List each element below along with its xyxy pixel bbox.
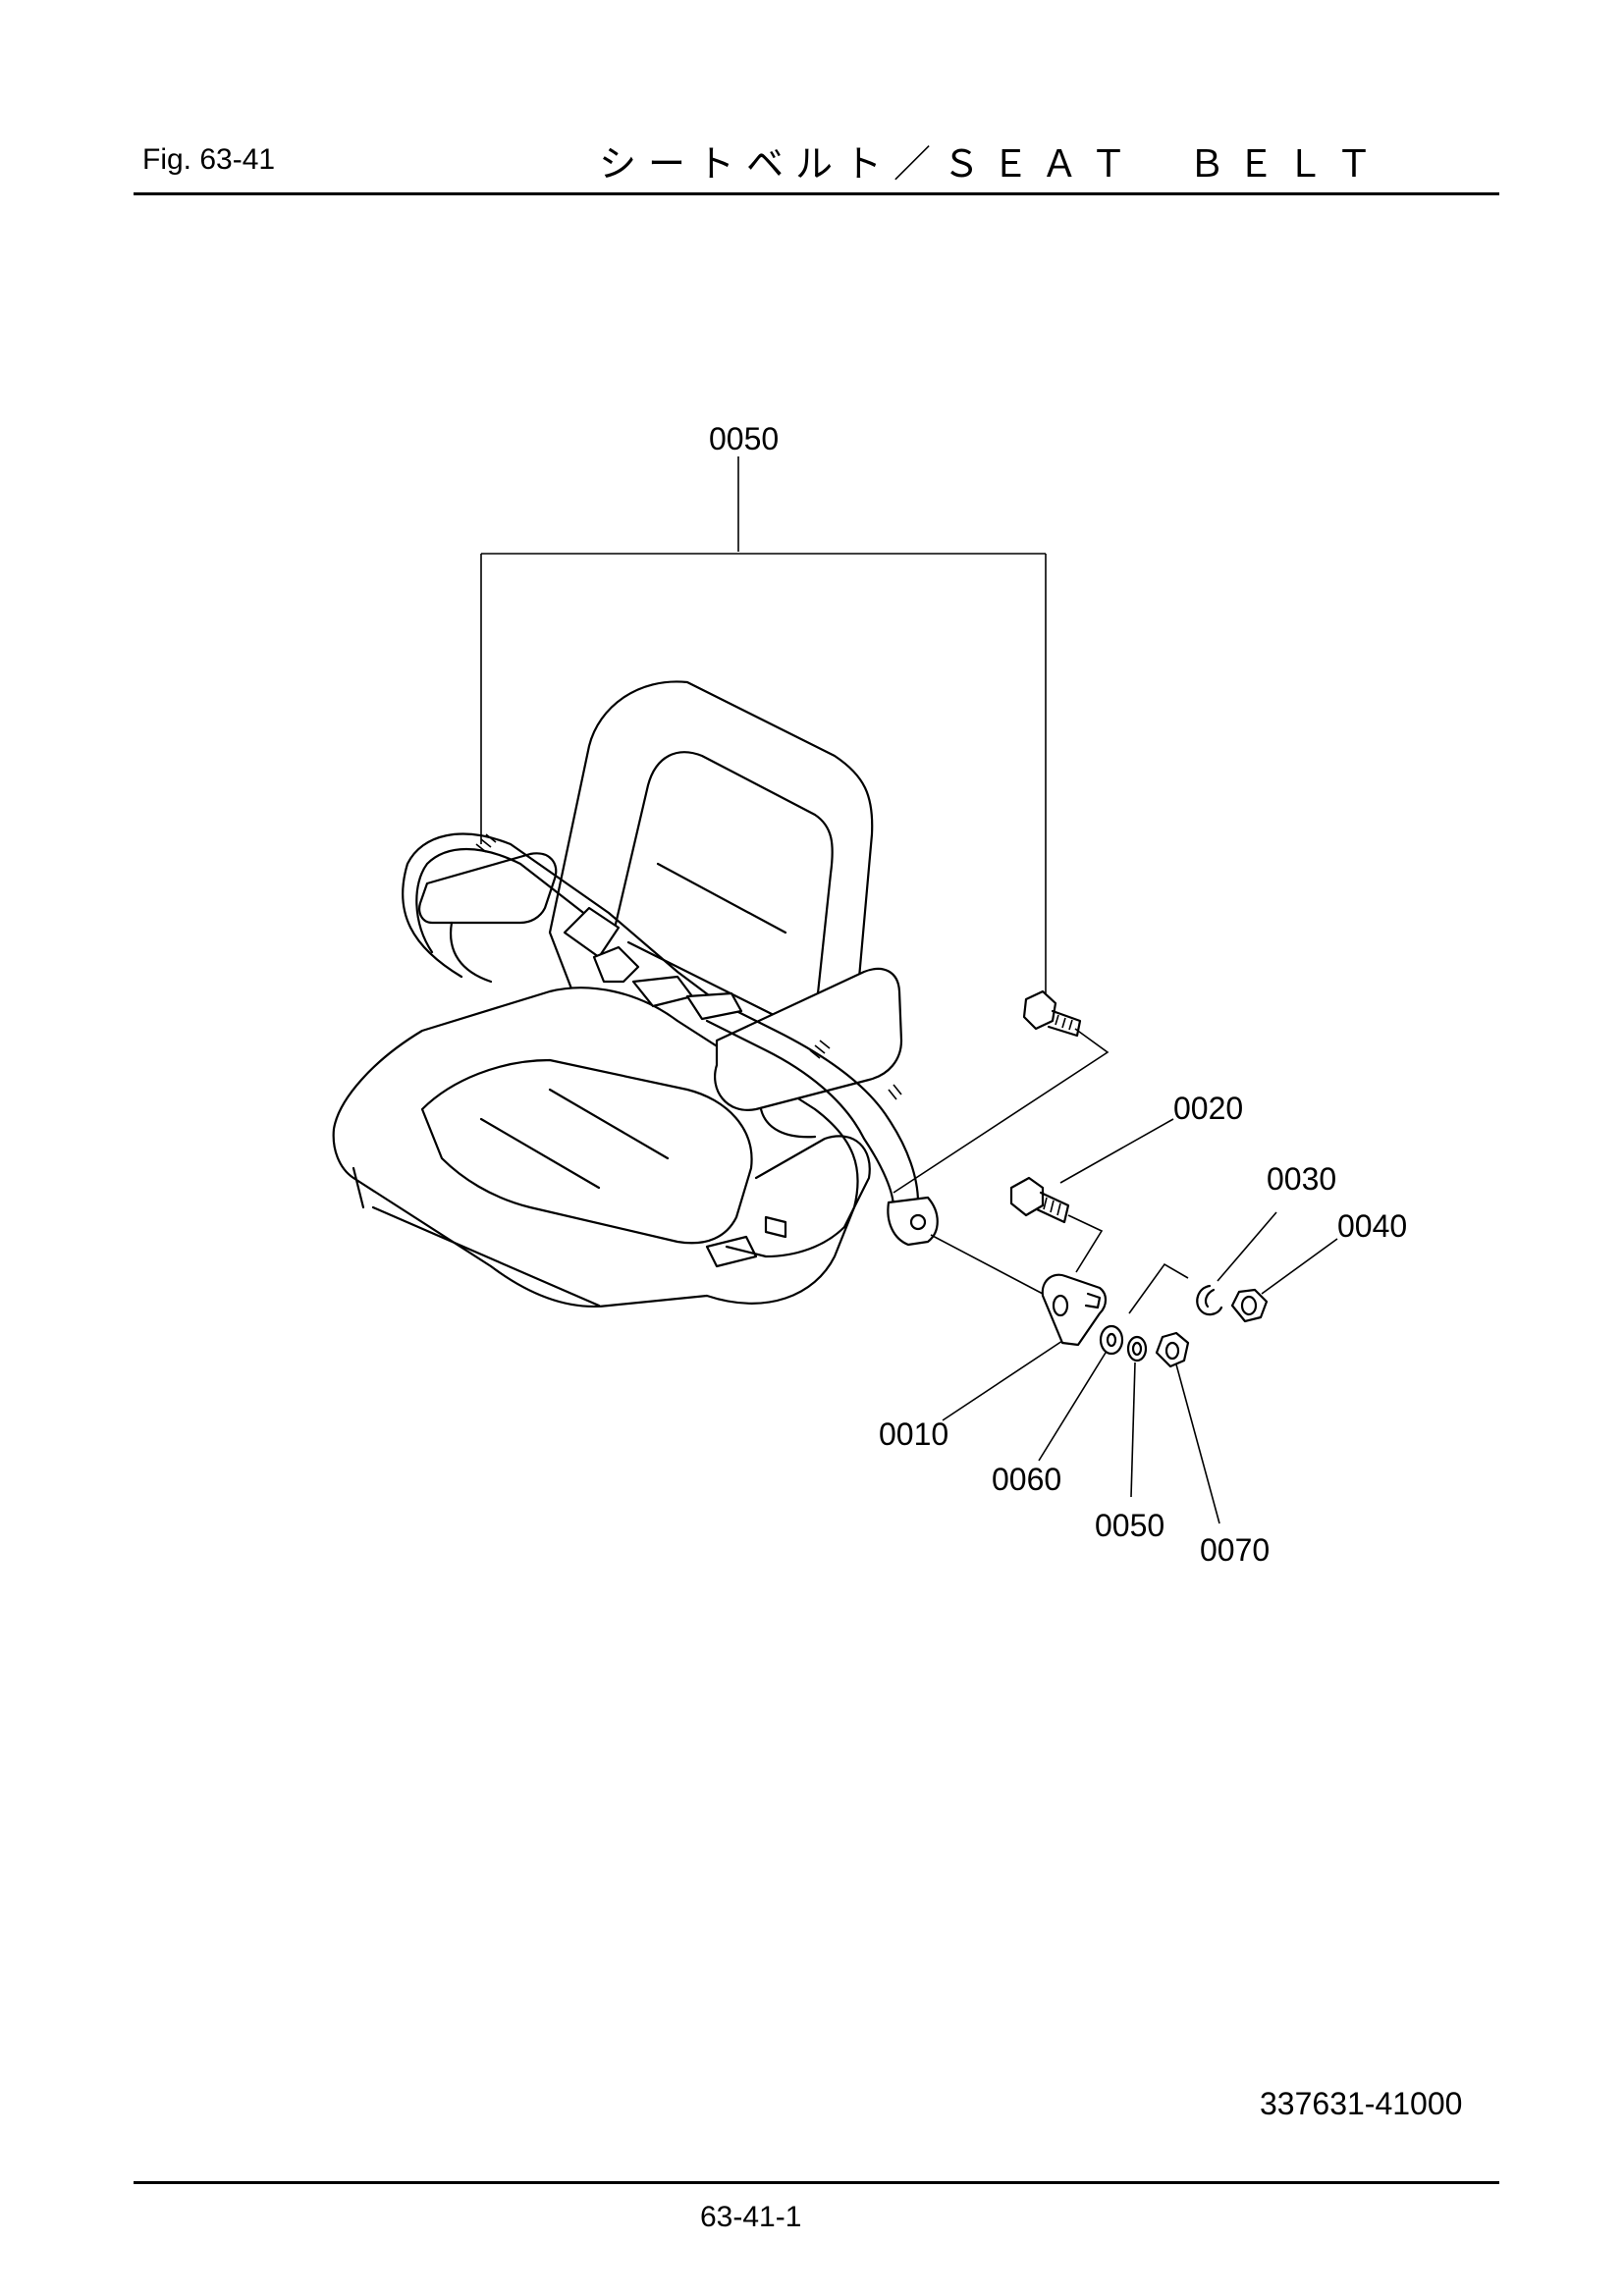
callout-0050-bottom: 0050 xyxy=(1095,1508,1164,1543)
figure-number: Fig. 63-41 xyxy=(142,143,276,176)
header-divider xyxy=(134,192,1499,195)
part-0060-washer xyxy=(1099,1324,1124,1356)
callout-0030: 0030 xyxy=(1267,1161,1336,1197)
upper-bolt xyxy=(1022,989,1082,1038)
part-0040-nut xyxy=(1230,1288,1269,1323)
callout-0020: 0020 xyxy=(1173,1091,1243,1126)
page-title: シートベルト／ＳＥＡＴ ＢＥＬＴ xyxy=(599,142,1385,186)
page-number: 63-41-1 xyxy=(700,2201,802,2233)
callout-0050-top: 0050 xyxy=(709,421,779,456)
seat-belt-strap xyxy=(402,832,939,1247)
part-0020-bolt xyxy=(1009,1176,1070,1224)
part-0050-spring-washer xyxy=(1126,1335,1148,1362)
callout-0040: 0040 xyxy=(1337,1208,1407,1244)
part-0070-nut xyxy=(1155,1331,1190,1368)
drawing-number: 337631-41000 xyxy=(1260,2086,1463,2121)
leader-lines xyxy=(480,456,1338,1524)
callout-0060: 0060 xyxy=(992,1462,1061,1497)
callout-0010: 0010 xyxy=(879,1416,948,1452)
part-0010-bracket xyxy=(1041,1273,1108,1347)
callout-0070: 0070 xyxy=(1200,1532,1270,1568)
footer-divider xyxy=(134,2181,1499,2184)
seat-illustration xyxy=(332,680,903,1308)
part-0030-snap-ring xyxy=(1196,1284,1223,1316)
